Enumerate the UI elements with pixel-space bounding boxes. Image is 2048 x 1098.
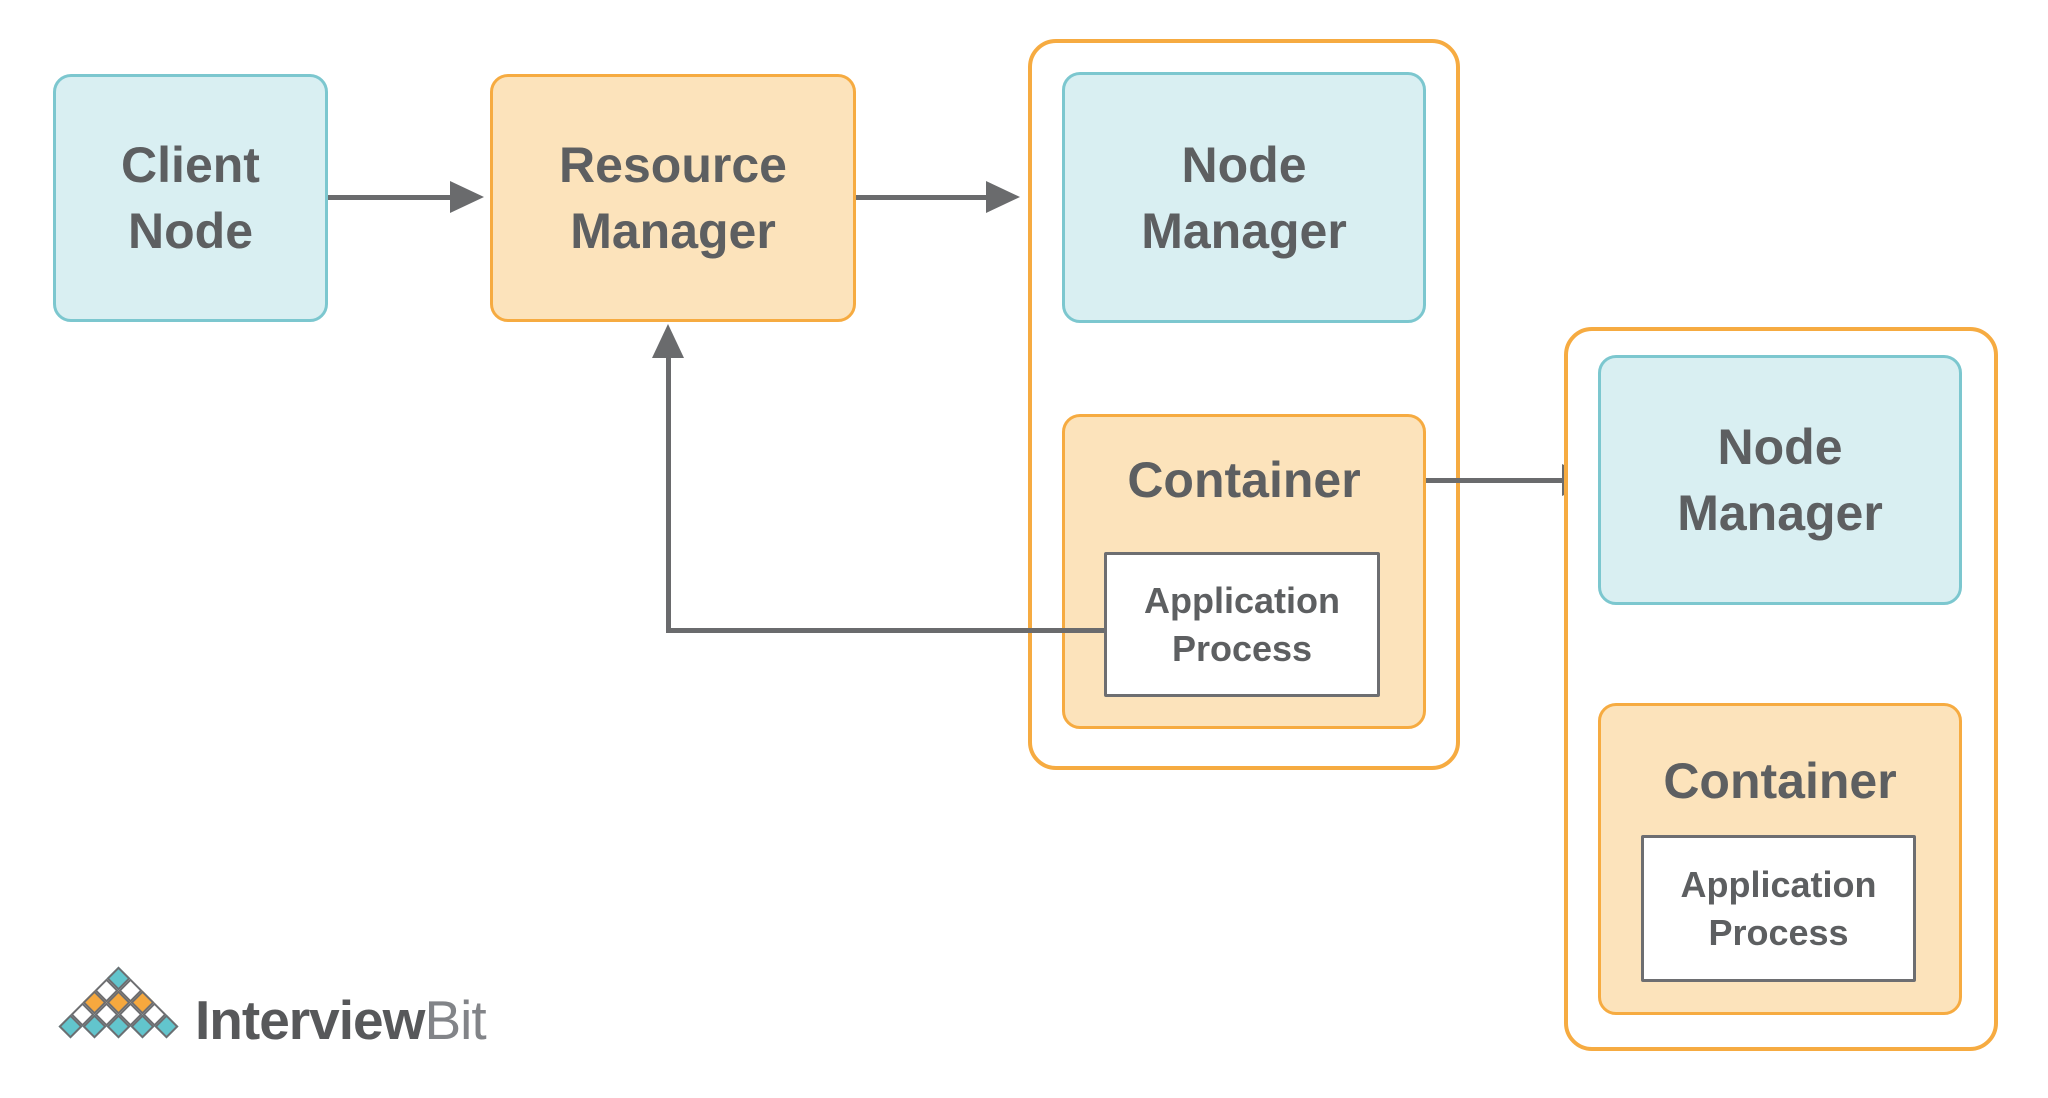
logo-diamond-icon [129, 989, 155, 1015]
node-manager-2-label-line1: Node [1717, 419, 1843, 475]
node-manager-1-label-line1: Node [1181, 136, 1307, 193]
client-node-box: Client Node [53, 74, 328, 322]
resource-manager-label-line1: Resource [559, 137, 787, 193]
logo-diamond-icon [153, 1013, 179, 1039]
application-process-2-line1: Application [1680, 863, 1877, 905]
client-node-label-line1: Client [121, 137, 260, 193]
logo-diamond-icon [105, 989, 131, 1015]
logo-diamond-icon [69, 1001, 95, 1027]
logo-diamond-icon [57, 1013, 83, 1039]
application-process-2-box: Application Process [1641, 835, 1916, 982]
node-manager-2-label-line2: Manager [1677, 485, 1883, 541]
arrow-head-icon [652, 324, 684, 358]
application-process-1-line2: Process [1171, 627, 1313, 669]
logo-diamond-icon [81, 989, 107, 1015]
logo-diamond-icon [117, 977, 143, 1003]
logo-diamond-icon [129, 1013, 155, 1039]
logo-text: InterviewBit [195, 988, 487, 1052]
logo-diamond-icon [93, 1001, 119, 1027]
arrow-head-icon [450, 181, 484, 213]
node-manager-2-box: Node Manager [1598, 355, 1962, 605]
container-2-label: Container [1663, 753, 1897, 809]
node-manager-1-label-line2: Manager [1141, 202, 1347, 259]
logo-diamond-icon [105, 965, 131, 991]
arrow-shaft [1426, 478, 1562, 483]
logo-text-bit: Bit [424, 989, 486, 1051]
client-node-label-line2: Node [128, 203, 253, 259]
container-1-label: Container [1127, 452, 1361, 508]
application-process-2-line2: Process [1708, 911, 1849, 953]
application-process-1-line1: Application [1144, 579, 1340, 621]
arrow-shaft [856, 195, 986, 200]
resource-manager-label-line2: Manager [570, 203, 776, 259]
resource-manager-box: Resource Manager [490, 74, 856, 322]
logo-text-interview: Interview [195, 989, 425, 1051]
logo-diamond-icon [117, 1001, 143, 1027]
arrow-shaft [666, 356, 671, 633]
logo-diamond-icon [105, 1013, 131, 1039]
logo-diamond-icon [81, 1013, 107, 1039]
application-process-1-box: Application Process [1104, 552, 1380, 697]
arrow-shaft [666, 628, 1104, 633]
logo-diamond-icon [93, 977, 119, 1003]
arrow-head-icon [986, 181, 1020, 213]
node-manager-1-box: Node Manager [1062, 72, 1426, 323]
arrow-shaft [328, 195, 452, 200]
logo-diamond-icon [141, 1001, 167, 1027]
